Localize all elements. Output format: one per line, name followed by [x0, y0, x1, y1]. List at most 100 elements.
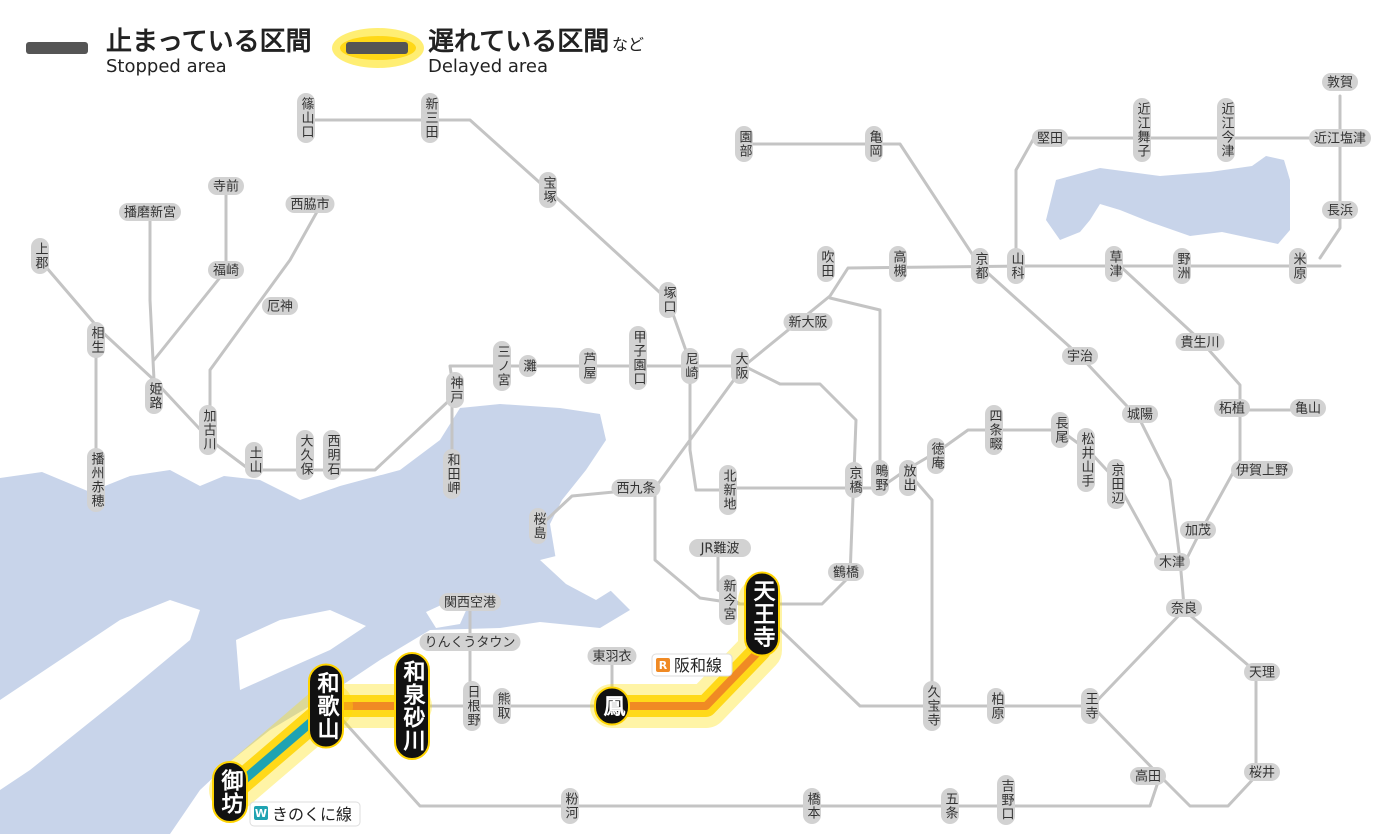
station-marker [1166, 599, 1202, 617]
station-higashihagoromo[interactable]: 東羽衣 [587, 647, 637, 665]
station-shijonawate[interactable]: 四条畷 [985, 405, 1003, 455]
station-yamashina[interactable]: 山科 [1007, 248, 1025, 284]
station-maibara[interactable]: 米原 [1289, 248, 1307, 284]
station-harimashinguu[interactable]: 播磨新宮 [119, 203, 181, 221]
station-sannomiya[interactable]: 三ノ宮 [493, 341, 511, 391]
station-ashiya[interactable]: 芦屋 [579, 348, 597, 384]
station-kibukawa[interactable]: 貴生川 [1175, 333, 1225, 351]
station-hanaten[interactable]: 放出 [899, 460, 917, 496]
station-marker [889, 246, 907, 282]
station-tenri[interactable]: 天理 [1244, 663, 1280, 681]
station-teramae[interactable]: 寺前 [208, 177, 244, 195]
station-shigino[interactable]: 鴫野 [871, 460, 889, 496]
station-kamigori[interactable]: 上郡 [31, 238, 49, 274]
station-aioi[interactable]: 相生 [87, 322, 105, 358]
station-hashimoto[interactable]: 橋本 [803, 788, 821, 824]
station-nagahama[interactable]: 長浜 [1322, 201, 1358, 219]
line-kakogawa-himeji [38, 258, 212, 442]
station-otori[interactable]: 鳳 [594, 686, 630, 726]
station-kamo[interactable]: 加茂 [1180, 521, 1216, 539]
station-tsuruhashi[interactable]: 鶴橋 [828, 563, 864, 581]
station-wakayama[interactable]: 和歌山 [308, 663, 344, 749]
station-kyoto[interactable]: 京都 [971, 248, 989, 284]
station-koshienguchi[interactable]: 甲子園口 [629, 326, 647, 390]
station-banshuako[interactable]: 播州赤穂 [87, 448, 105, 512]
station-kobe[interactable]: 神戸 [446, 372, 464, 408]
station-tennoji[interactable]: 天王寺 [744, 571, 780, 657]
station-omimaiko[interactable]: 近江舞子 [1133, 98, 1151, 162]
station-osaka[interactable]: 大阪 [731, 348, 749, 384]
station-amagasaki[interactable]: 尼崎 [681, 348, 699, 384]
station-nishiakashi[interactable]: 西明石 [323, 430, 341, 480]
station-nishiwakishi[interactable]: 西脇市 [285, 195, 335, 213]
station-izumisunagawa[interactable]: 和泉砂川 [394, 652, 430, 760]
station-kusatsu[interactable]: 草津 [1105, 246, 1123, 282]
station-wadamisaki[interactable]: 和田岬 [443, 449, 461, 499]
station-yoshinoguchi[interactable]: 吉野口 [997, 775, 1015, 825]
station-oji[interactable]: 王寺 [1081, 688, 1099, 724]
station-label: 塚口 [661, 286, 677, 314]
station-okubo[interactable]: 大久保 [296, 430, 314, 480]
station-hineno[interactable]: 日根野 [463, 681, 481, 731]
station-shinsanda[interactable]: 新三田 [421, 93, 439, 143]
station-sasayamaguchi[interactable]: 篠山口 [297, 93, 315, 143]
station-kizu[interactable]: 木津 [1154, 553, 1190, 571]
station-kansaiairport[interactable]: 関西空港 [439, 593, 501, 611]
station-label: 京都 [973, 252, 989, 280]
station-joyo[interactable]: 城陽 [1122, 405, 1158, 423]
station-nishikujo[interactable]: 西九条 [611, 479, 661, 497]
station-label: 堅田 [1037, 132, 1063, 147]
station-tsukaguchi[interactable]: 塚口 [659, 282, 677, 318]
station-nara[interactable]: 奈良 [1166, 599, 1202, 617]
station-tsuchiyama[interactable]: 土山 [245, 442, 263, 478]
station-takada[interactable]: 高田 [1130, 767, 1166, 785]
station-yasu[interactable]: 野洲 [1173, 248, 1191, 284]
station-takatsuki[interactable]: 高槻 [889, 246, 907, 282]
station-tsuruga[interactable]: 敦賀 [1322, 73, 1358, 91]
station-kameoka[interactable]: 亀岡 [865, 126, 883, 162]
station-nada[interactable]: 灘 [519, 355, 537, 377]
station-gojo[interactable]: 五条 [941, 788, 959, 824]
station-himeji[interactable]: 姫路 [145, 378, 163, 414]
station-igaueno[interactable]: 伊賀上野 [1231, 461, 1293, 479]
station-kumatori[interactable]: 熊取 [493, 688, 511, 724]
station-yakujin[interactable]: 厄神 [262, 297, 298, 315]
station-marker [539, 172, 557, 208]
station-label: 長尾 [1053, 416, 1069, 444]
station-omishiotsu[interactable]: 近江塩津 [1309, 129, 1371, 147]
line-label-kinokuni[interactable]: W きのくに線 [249, 801, 361, 827]
station-matsuiyamate[interactable]: 松井山手 [1077, 428, 1095, 492]
station-suita[interactable]: 吹田 [817, 246, 835, 282]
station-label: 四条畷 [987, 409, 1003, 451]
station-marker [997, 775, 1015, 825]
station-tokuan[interactable]: 徳庵 [927, 438, 945, 474]
station-jrnamba[interactable]: JR難波 [689, 539, 751, 557]
station-kameyama[interactable]: 亀山 [1290, 399, 1326, 417]
hanwa-label-bg [651, 653, 733, 677]
station-kokawa[interactable]: 粉河 [561, 788, 579, 824]
station-kashiwara[interactable]: 柏原 [987, 688, 1005, 724]
station-omiimazu[interactable]: 近江今津 [1217, 98, 1235, 162]
station-kitashinchi[interactable]: 北新地 [719, 465, 737, 515]
line-label-hanwa[interactable]: R 阪和線 [651, 653, 733, 677]
station-fukusaki[interactable]: 福崎 [208, 261, 244, 279]
station-kakogawa[interactable]: 加古川 [199, 405, 217, 455]
station-rinkutown[interactable]: りんくうタウン [419, 633, 521, 651]
station-shinosaka[interactable]: 新大阪 [783, 313, 833, 331]
station-label: 芦屋 [581, 352, 597, 380]
station-nagao[interactable]: 長尾 [1051, 412, 1069, 448]
station-kyotanabe[interactable]: 京田辺 [1107, 459, 1125, 509]
station-sonobe[interactable]: 園部 [735, 126, 753, 162]
station-kyobashi[interactable]: 京橋 [845, 462, 863, 498]
station-uji[interactable]: 宇治 [1062, 347, 1098, 365]
station-takarazuka[interactable]: 宝塚 [539, 172, 557, 208]
station-kyuhoji[interactable]: 久宝寺 [923, 681, 941, 731]
station-shinimamiya[interactable]: 新今宮 [719, 575, 737, 625]
station-tsuge[interactable]: 柘植 [1214, 399, 1250, 417]
station-label: 播磨新宮 [124, 205, 176, 221]
station-sakurai[interactable]: 桜井 [1244, 763, 1280, 781]
station-katata[interactable]: 堅田 [1032, 129, 1068, 147]
station-label: 久宝寺 [925, 685, 941, 727]
station-sakurajima[interactable]: 桜島 [529, 508, 547, 544]
station-gobo[interactable]: 御坊 [212, 761, 248, 823]
